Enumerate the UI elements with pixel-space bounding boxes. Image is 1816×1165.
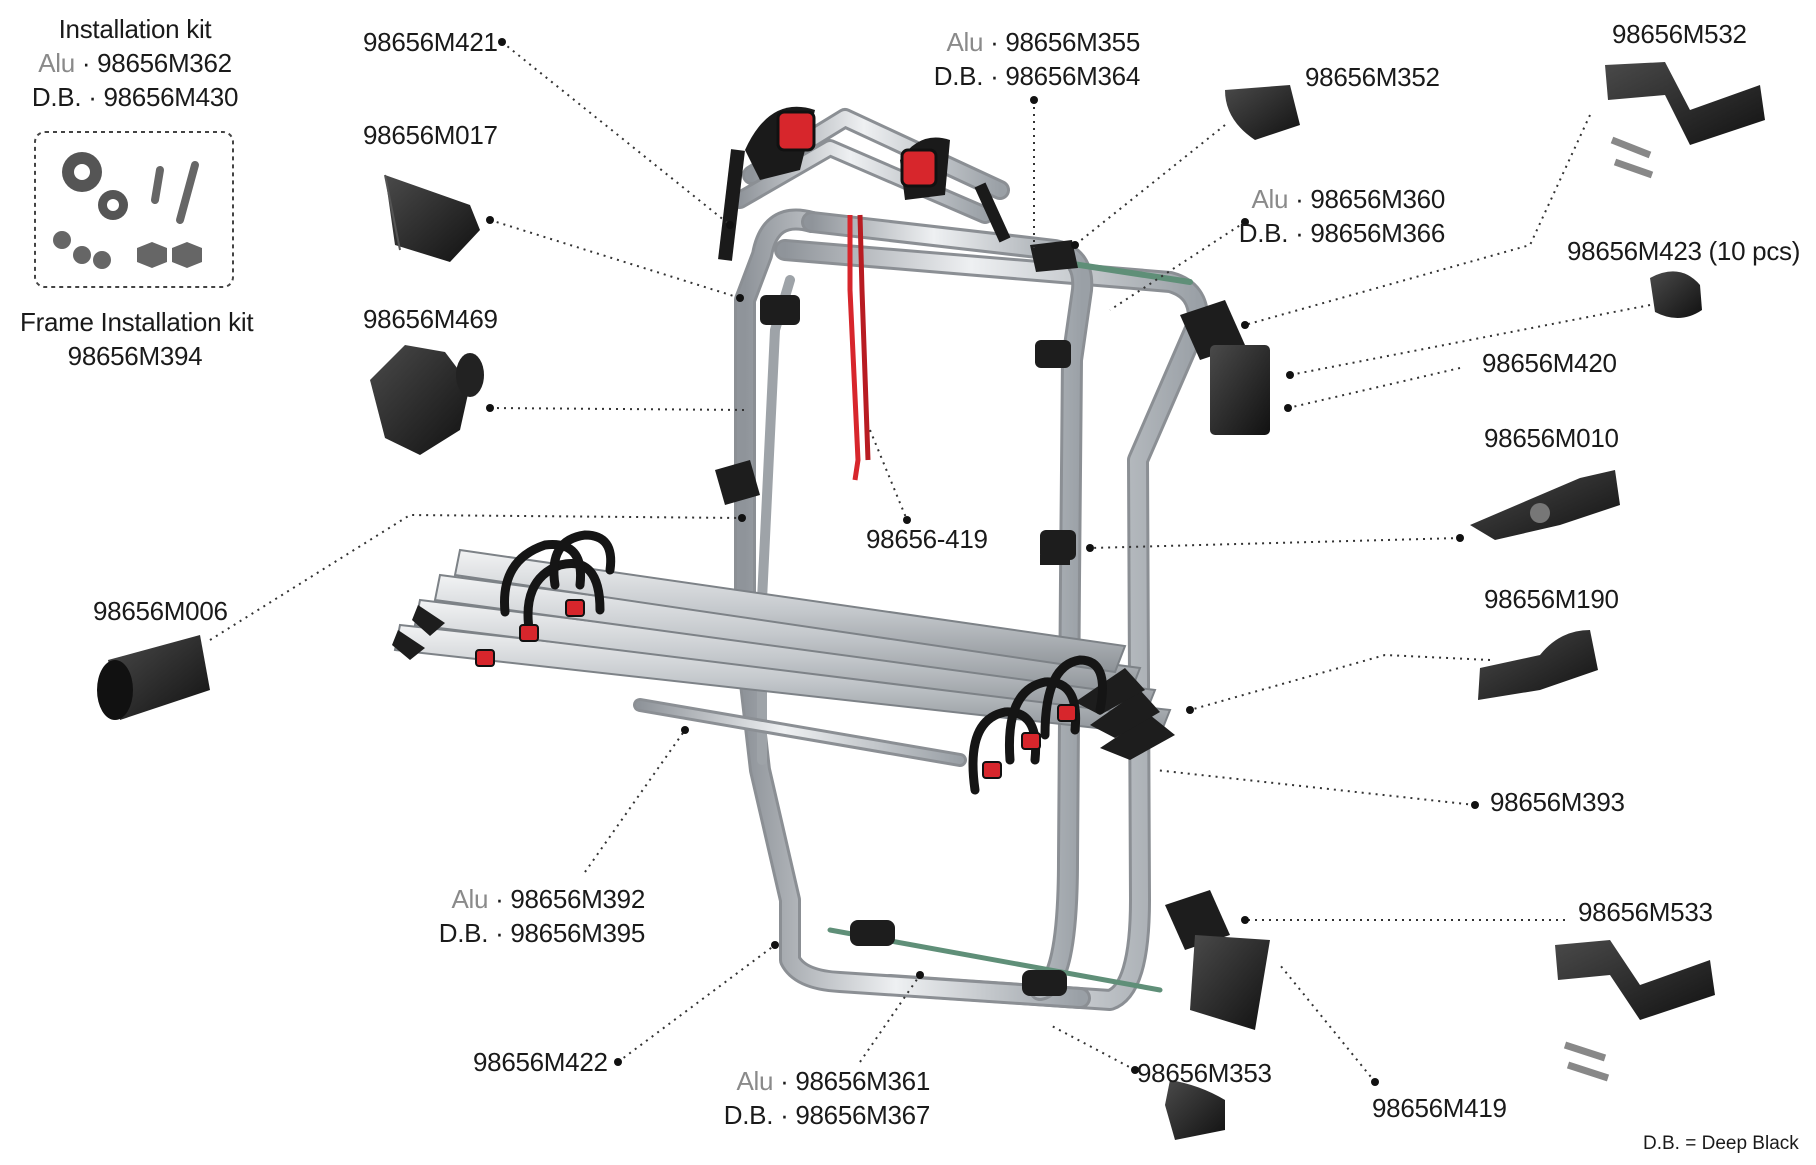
installation-kit-box	[34, 131, 234, 288]
saddle-part	[1470, 470, 1620, 540]
part-label-98656M006: 98656M006	[93, 596, 228, 626]
clip-part-lower	[1165, 1080, 1225, 1140]
part-label-98656M355: Alu · 98656M355 D.B. · 98656M364	[933, 27, 1141, 91]
wedge-part	[1478, 630, 1598, 700]
part-label-98656M010: 98656M010	[1484, 423, 1619, 453]
bracket-lower-icon	[1555, 940, 1715, 1082]
red-strap	[847, 215, 861, 481]
part-label-98656M422: 98656M422	[473, 1047, 608, 1077]
cone-holder-part	[384, 174, 480, 262]
wheel-rails	[392, 548, 1175, 760]
screw-icon	[151, 161, 199, 224]
part-label-98656M392: Alu · 98656M392 D.B. · 98656M395	[438, 884, 646, 948]
legend-note: D.B. = Deep Black	[1643, 1133, 1799, 1154]
part-label-98656M419: 98656M419	[1372, 1093, 1507, 1123]
clip-part-upper	[1225, 85, 1300, 140]
small-cap-part	[1650, 271, 1702, 319]
leader-dots	[486, 38, 1479, 1086]
strap-buckles	[475, 599, 1077, 779]
nut-icon	[137, 242, 202, 268]
part-label-98656M421: 98656M421	[363, 27, 498, 57]
part-label-98656M361: Alu · 98656M361 D.B. · 98656M367	[723, 1066, 931, 1130]
frame-installation-kit-label: Frame Installation kit 98656M394	[20, 307, 254, 371]
bracket-icon	[1605, 62, 1765, 179]
leader-lines	[209, 41, 1651, 1083]
upper-cross-tube	[1057, 259, 1193, 285]
chain-icon	[53, 231, 111, 269]
part-label-98656M360: Alu · 98656M360 D.B. · 98656M366	[1238, 184, 1446, 248]
end-cap-icon	[97, 635, 210, 720]
frame-clamps	[715, 240, 1270, 1030]
gear-icon	[62, 152, 128, 220]
part-label-98656M469: 98656M469	[363, 304, 498, 334]
part-label-98656M533: 98656M533	[1578, 897, 1713, 927]
part-label-98656-419: 98656-419	[866, 524, 988, 554]
frame-holders	[718, 106, 1011, 481]
part-label-98656M352: 98656M352	[1305, 62, 1440, 92]
wheel-straps	[500, 530, 1107, 795]
part-label-98656M017: 98656M017	[363, 120, 498, 150]
installation-kit-label: Installation kit Alu · 98656M362 D.B. · …	[31, 14, 239, 112]
part-label-98656M190: 98656M190	[1484, 584, 1619, 614]
part-label-98656M393: 98656M393	[1490, 787, 1625, 817]
part-label-98656M423: 98656M423 (10 pcs)	[1567, 236, 1801, 266]
part-label-98656M420: 98656M420	[1482, 348, 1617, 378]
part-label-98656M353: 98656M353	[1137, 1058, 1272, 1088]
knob-icon	[370, 345, 484, 455]
part-label-98656M532: 98656M532	[1612, 19, 1747, 49]
